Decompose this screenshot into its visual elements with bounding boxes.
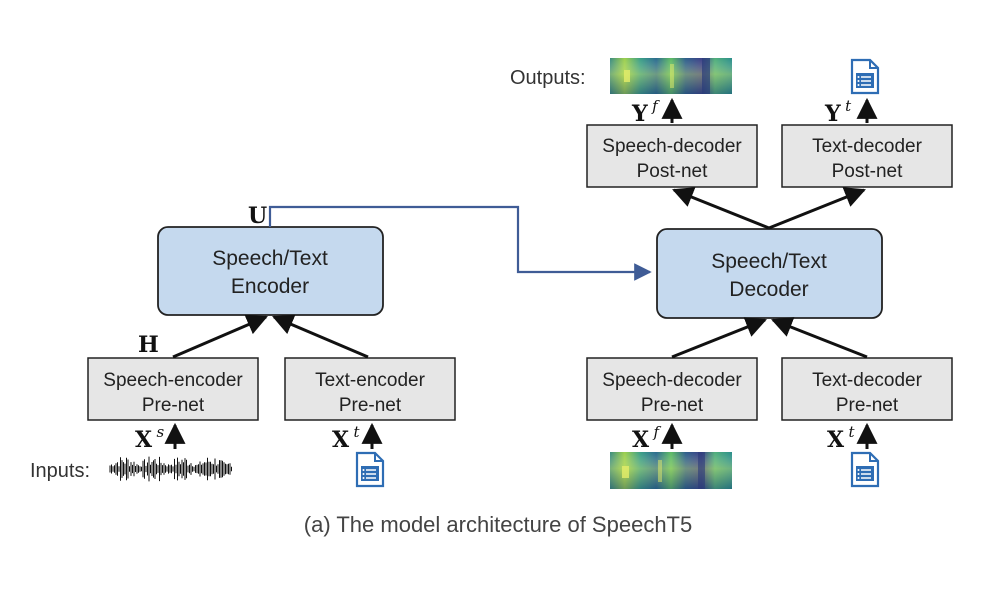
- figure-caption: (a) The model architecture of SpeechT5: [304, 512, 692, 537]
- yt-base: Y: [824, 101, 841, 127]
- u-label: U: [248, 203, 267, 229]
- decoder-line2: Decoder: [729, 278, 808, 301]
- text-decoder-prenet-box: Text-decoder Pre-net: [781, 357, 953, 421]
- text-document-icon: [850, 451, 880, 488]
- xf-sup: f: [653, 423, 662, 441]
- text-document-icon: [355, 451, 385, 488]
- speech-decoder-postnet-line1: Speech-decoder: [602, 136, 742, 157]
- text-encoder-prenet-line2: Pre-net: [339, 395, 402, 416]
- xs-label: X s: [135, 423, 165, 453]
- speech-decoder-postnet-box: Speech-decoder Post-net: [586, 124, 758, 188]
- speech-decoder-postnet-line2: Post-net: [637, 161, 708, 182]
- xs-base: X: [135, 427, 153, 453]
- speech-encoder-prenet-box: Speech-encoder Pre-net: [87, 357, 259, 421]
- speech-encoder-prenet-line1: Speech-encoder: [103, 370, 243, 391]
- xs-sup: s: [157, 423, 165, 441]
- xt-encoder-label: X t: [332, 423, 361, 453]
- xf-label: X f: [632, 423, 662, 453]
- decoder-line1: Speech/Text: [711, 250, 827, 273]
- encoder-to-decoder-connector: [268, 205, 652, 281]
- yt-sup: t: [845, 97, 852, 115]
- decoder-to-speech-postnet-arrow: [672, 187, 770, 230]
- text-encoder-prenet-line1: Text-encoder: [315, 370, 426, 391]
- decoder-box: Speech/Text Decoder: [656, 228, 883, 319]
- yf-label: Y f: [631, 97, 660, 127]
- xt-decoder-label: X t: [827, 423, 856, 453]
- text-prenet-to-encoder-arrow: [272, 314, 369, 359]
- yt-label: Y t: [824, 97, 852, 127]
- text-decoder-postnet-line1: Text-decoder: [812, 136, 923, 157]
- text-prenet-to-decoder-arrow: [771, 317, 868, 359]
- text-decoder-postnet-line2: Post-net: [832, 161, 903, 182]
- encoder-line2: Encoder: [231, 275, 309, 298]
- xt-decoder-base: X: [827, 427, 845, 453]
- spectrogram-icon: [610, 452, 732, 489]
- h-to-encoder-arrow: [172, 314, 268, 359]
- text-decoder-prenet-line1: Text-decoder: [812, 370, 923, 391]
- text-document-icon: [850, 58, 880, 95]
- speech-prenet-to-decoder-arrow: [671, 317, 767, 359]
- yf-base: Y: [631, 101, 648, 127]
- spectrogram-icon: [610, 58, 732, 94]
- h-label: H: [138, 332, 159, 358]
- xf-base: X: [632, 427, 650, 453]
- speech-decoder-prenet-box: Speech-decoder Pre-net: [586, 357, 758, 421]
- waveform-icon: [109, 456, 232, 482]
- inputs-label: Inputs:: [30, 460, 90, 482]
- text-encoder-prenet-box: Text-encoder Pre-net: [284, 357, 456, 421]
- xt-encoder-sup: t: [354, 423, 361, 441]
- text-decoder-postnet-box: Text-decoder Post-net: [781, 124, 953, 188]
- text-decoder-prenet-line2: Pre-net: [836, 395, 899, 416]
- speech-encoder-prenet-line2: Pre-net: [142, 395, 205, 416]
- encoder-box: Speech/Text Encoder: [157, 226, 384, 316]
- decoder-to-text-postnet-arrow: [768, 187, 866, 230]
- waveform-trace: [109, 456, 232, 482]
- speech-decoder-prenet-line2: Pre-net: [641, 395, 704, 416]
- yf-sup: f: [651, 97, 660, 115]
- xt-decoder-sup: t: [849, 423, 856, 441]
- speech-decoder-prenet-line1: Speech-decoder: [602, 370, 742, 391]
- xt-encoder-base: X: [332, 427, 350, 453]
- encoder-line1: Speech/Text: [212, 247, 328, 270]
- outputs-label: Outputs:: [510, 67, 586, 89]
